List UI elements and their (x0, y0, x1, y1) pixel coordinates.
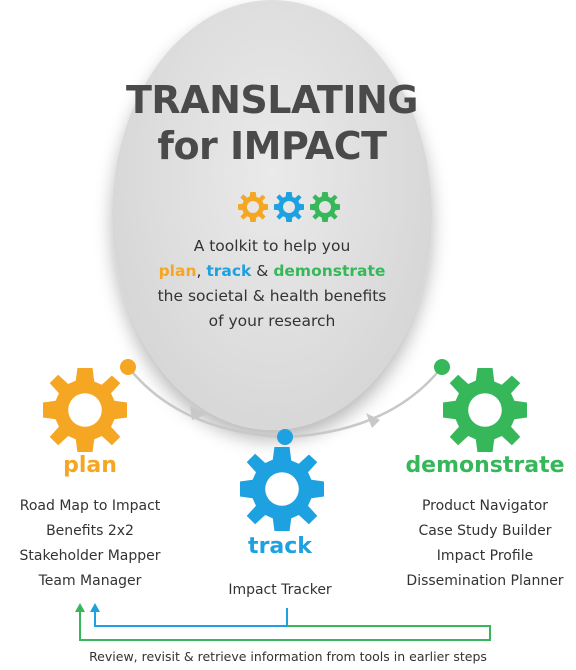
tagline-line-3: the societal & health benefits (157, 287, 387, 305)
tagline-amp: & (251, 262, 274, 280)
feedback-line-blue (94, 608, 288, 627)
tagline-demonstrate: demonstrate (273, 262, 386, 280)
title-line-2: for IMPACT (157, 124, 387, 168)
plan-tools-list: Road Map to Impact Benefits 2x2 Stakehol… (0, 494, 180, 594)
tool-item: Case Study Builder (418, 523, 552, 539)
tagline: A toolkit to help you plan, track & demo… (112, 234, 432, 334)
tool-item: Team Manager (38, 573, 142, 589)
feedback-arrow-blue-icon (90, 603, 100, 612)
tool-item: Impact Profile (436, 548, 534, 564)
track-tools-list: Impact Tracker (205, 578, 355, 603)
plan-gear-icon (43, 368, 127, 452)
stage-label-plan: plan (63, 453, 117, 478)
feedback-line-green (79, 608, 491, 641)
dot-demonstrate (434, 359, 450, 375)
demonstrate-gear-icon (443, 368, 527, 452)
flow-arc (127, 366, 443, 439)
tool-item: Dissemination Planner (406, 573, 564, 589)
tool-item: Road Map to Impact (19, 498, 161, 514)
footer-note: Review, revisit & retrieve information f… (89, 649, 487, 664)
tagline-line-4: of your research (208, 312, 336, 330)
arc-arrowhead-left-icon (190, 406, 208, 420)
tagline-track: track (206, 262, 252, 280)
tool-item: Benefits 2x2 (46, 523, 134, 539)
title-line-1: TRANSLATING (126, 78, 419, 122)
arc-arrowhead-right-icon (366, 413, 380, 428)
demonstrate-tools-list: Product Navigator Case Study Builder Imp… (395, 494, 575, 594)
tagline-line-1: A toolkit to help you (193, 237, 351, 255)
title-circle (112, 0, 432, 430)
dot-track (277, 429, 293, 445)
feedback-arrow-green-icon (75, 603, 85, 612)
tool-item: Stakeholder Mapper (19, 548, 161, 564)
dot-plan (120, 359, 136, 375)
tool-item: Product Navigator (421, 498, 549, 514)
tagline-line-2: plan, track & demonstrate (112, 259, 432, 284)
tagline-plan: plan (158, 262, 197, 280)
stage-label-track: track (248, 534, 312, 559)
track-gear-icon (240, 447, 324, 531)
tool-item: Impact Tracker (228, 582, 332, 598)
tagline-comma: , (196, 262, 207, 280)
stage-label-demonstrate: demonstrate (405, 453, 565, 478)
